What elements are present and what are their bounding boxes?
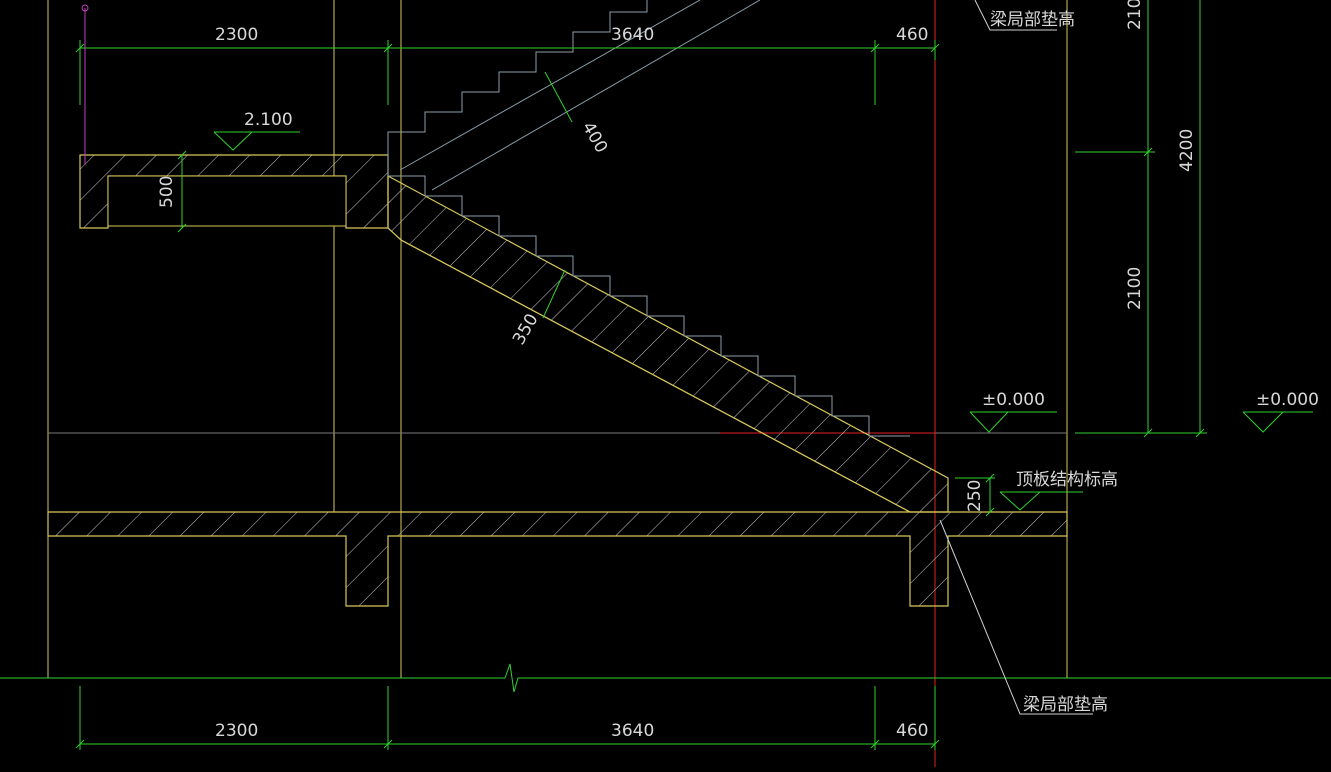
elevation-ground-outer: ±0.000 [1256,390,1319,410]
dim-right-lower-2100: 2100 [1125,267,1145,310]
elevation-ground-inner: ±0.000 [982,390,1045,410]
landing-void [107,175,347,227]
dim-top-3640: 3640 [611,25,654,45]
annotation-slab: 顶板结构标高 [1016,470,1118,490]
dim-right-upper-2100: 2100 [1125,0,1145,30]
dim-right-4200: 4200 [1177,129,1197,172]
elevation-markers [213,131,1313,511]
lower-flight-slab [387,174,949,513]
dim-beam-250: 250 [965,480,985,512]
upper-flight-inner [399,0,701,171]
lower-flight-steps [388,175,910,437]
dimension-lines [75,0,1207,750]
dim-bottom-3640: 3640 [611,721,654,741]
dim-top-460: 460 [896,25,928,45]
break-line [0,663,1331,693]
dim-bottom-460: 460 [896,721,928,741]
upper-flight [387,0,761,191]
upper-flight-soffit [431,0,761,191]
lower-flight-soffit-line [400,239,911,513]
magenta-marker-node [81,4,89,12]
annotation-beam-bottom: 梁局部垫高 [1023,695,1108,715]
elevation-landing: 2.100 [244,110,293,130]
upper-flight-steps [387,0,648,176]
dim-top-2300: 2300 [215,25,258,45]
dim-upper-flight-400: 400 [578,119,612,157]
annotation-beam-top: 梁局部垫高 [990,10,1075,30]
ground-slab [47,511,1068,607]
dim-landing-500: 500 [157,176,177,208]
leader-lines [939,0,1093,715]
dim-lower-flight-350: 350 [509,310,543,348]
dim-bottom-2300: 2300 [215,721,258,741]
